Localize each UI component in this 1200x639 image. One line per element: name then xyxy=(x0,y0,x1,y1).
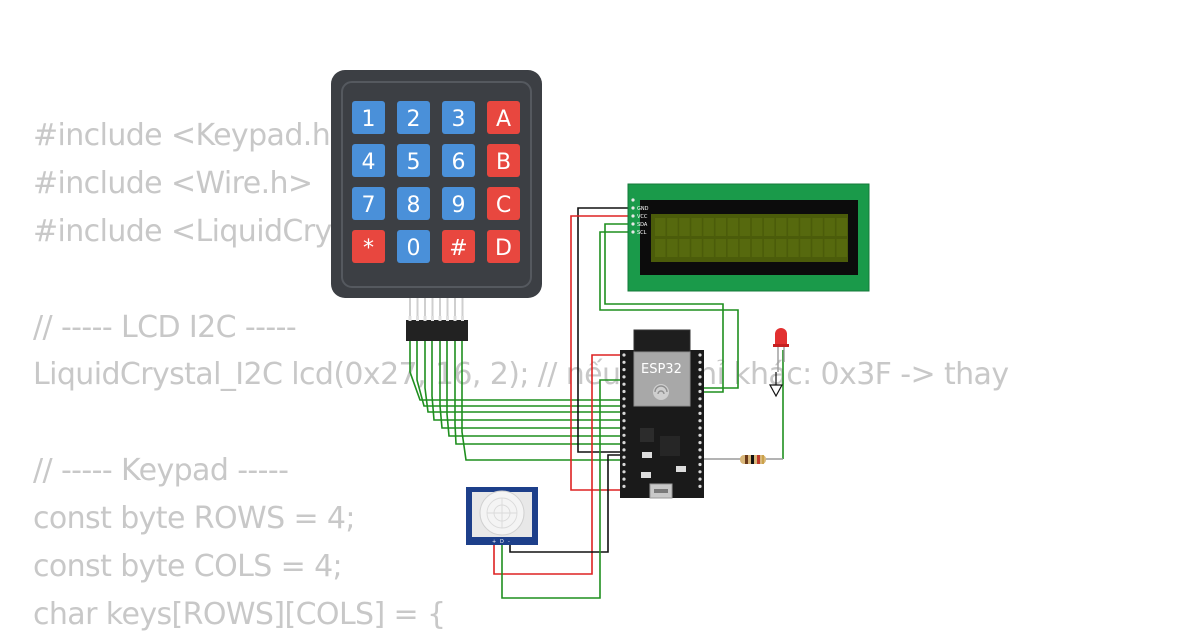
code-line: // ----- LCD I2C ----- xyxy=(33,309,297,345)
keypad-key-label: A xyxy=(496,107,511,132)
keypad-key-B[interactable]: B xyxy=(487,144,520,177)
keypad-connector xyxy=(406,298,468,341)
keypad-key-8[interactable]: 8 xyxy=(397,187,430,220)
resistor[interactable] xyxy=(704,455,783,464)
wire-green xyxy=(446,341,622,437)
lcd-pin-header: GND VCC SDA SCL xyxy=(631,198,649,236)
code-line: const byte COLS = 4; xyxy=(33,549,343,585)
lcd-display[interactable]: GND VCC SDA SCL xyxy=(627,183,870,292)
keypad-key-2[interactable]: 2 xyxy=(397,101,430,134)
lcd-pin-scl: SCL xyxy=(637,230,647,236)
esp32-antenna xyxy=(633,329,691,355)
wire-green xyxy=(599,231,739,389)
keypad-key-label: 9 xyxy=(452,193,466,218)
keypad-key-4[interactable]: 4 xyxy=(352,144,385,177)
pir-sensor[interactable]: + D - xyxy=(466,487,538,545)
keypad-key-label: 2 xyxy=(407,107,421,132)
keypad-key-label: 6 xyxy=(452,150,466,175)
lcd-pin-vcc: VCC xyxy=(637,214,648,220)
pir-pin-data: D xyxy=(500,539,504,545)
esp32-label: ESP32 xyxy=(641,362,682,377)
code-line: char keys[ROWS][COLS] = { xyxy=(33,596,446,632)
keypad-key-label: # xyxy=(449,236,467,261)
keypad-key-1[interactable]: 1 xyxy=(352,101,385,134)
wire-green xyxy=(416,341,622,407)
wire-green xyxy=(501,379,622,599)
keypad[interactable]: 1 2 3 A 4 5 6 B 7 8 9 C * 0 # D xyxy=(331,70,542,298)
keypad-key-#[interactable]: # xyxy=(442,230,475,263)
code-line: #include <Wire.h> xyxy=(33,165,313,201)
keypad-key-label: D xyxy=(495,236,512,261)
esp32-board[interactable]: ESP32 xyxy=(620,329,704,499)
keypad-key-*[interactable]: * xyxy=(352,230,385,263)
lcd-pin-sda: SDA xyxy=(637,222,648,228)
keypad-key-label: 7 xyxy=(362,193,376,218)
wire-red xyxy=(570,215,633,491)
keypad-key-label: 8 xyxy=(407,193,421,218)
wire-black xyxy=(509,454,622,553)
keypad-key-7[interactable]: 7 xyxy=(352,187,385,220)
red-led[interactable] xyxy=(773,328,789,372)
code-line: // ----- Keypad ----- xyxy=(33,453,289,489)
wires xyxy=(409,207,784,599)
keypad-key-C[interactable]: C xyxy=(487,187,520,220)
pir-pin-vcc: + xyxy=(492,539,496,545)
keypad-key-0[interactable]: 0 xyxy=(397,230,430,263)
keypad-key-label: 5 xyxy=(407,150,421,175)
espressif-logo xyxy=(653,384,669,400)
code-line: #include <Keypad.h> xyxy=(33,118,355,153)
wire-green xyxy=(604,223,724,393)
keypad-key-label: C xyxy=(496,193,511,218)
keypad-key-label: B xyxy=(496,150,511,175)
lcd-pin-gnd: GND xyxy=(637,206,649,212)
keypad-key-label: 1 xyxy=(362,107,376,132)
pir-pin-gnd: - xyxy=(508,539,510,545)
wire-green xyxy=(424,341,622,413)
keypad-key-D[interactable]: D xyxy=(487,230,520,263)
wire-red xyxy=(493,354,622,575)
ground-symbol xyxy=(768,372,784,398)
keypad-face xyxy=(341,81,532,288)
wire-green xyxy=(454,341,622,445)
keypad-key-label: * xyxy=(363,236,374,261)
keypad-key-9[interactable]: 9 xyxy=(442,187,475,220)
code-line: const byte ROWS = 4; xyxy=(33,501,356,537)
lcd-character-cells xyxy=(655,218,847,257)
keypad-key-label: 0 xyxy=(407,236,421,261)
keypad-key-6[interactable]: 6 xyxy=(442,144,475,177)
wire-green xyxy=(439,341,622,429)
wire-green xyxy=(461,341,622,461)
keypad-key-label: 3 xyxy=(452,107,466,132)
keypad-key-A[interactable]: A xyxy=(487,101,520,134)
keypad-key-label: 4 xyxy=(362,150,376,175)
keypad-key-5[interactable]: 5 xyxy=(397,144,430,177)
keypad-key-3[interactable]: 3 xyxy=(442,101,475,134)
wire-green xyxy=(431,341,622,421)
wire-green xyxy=(409,341,622,401)
